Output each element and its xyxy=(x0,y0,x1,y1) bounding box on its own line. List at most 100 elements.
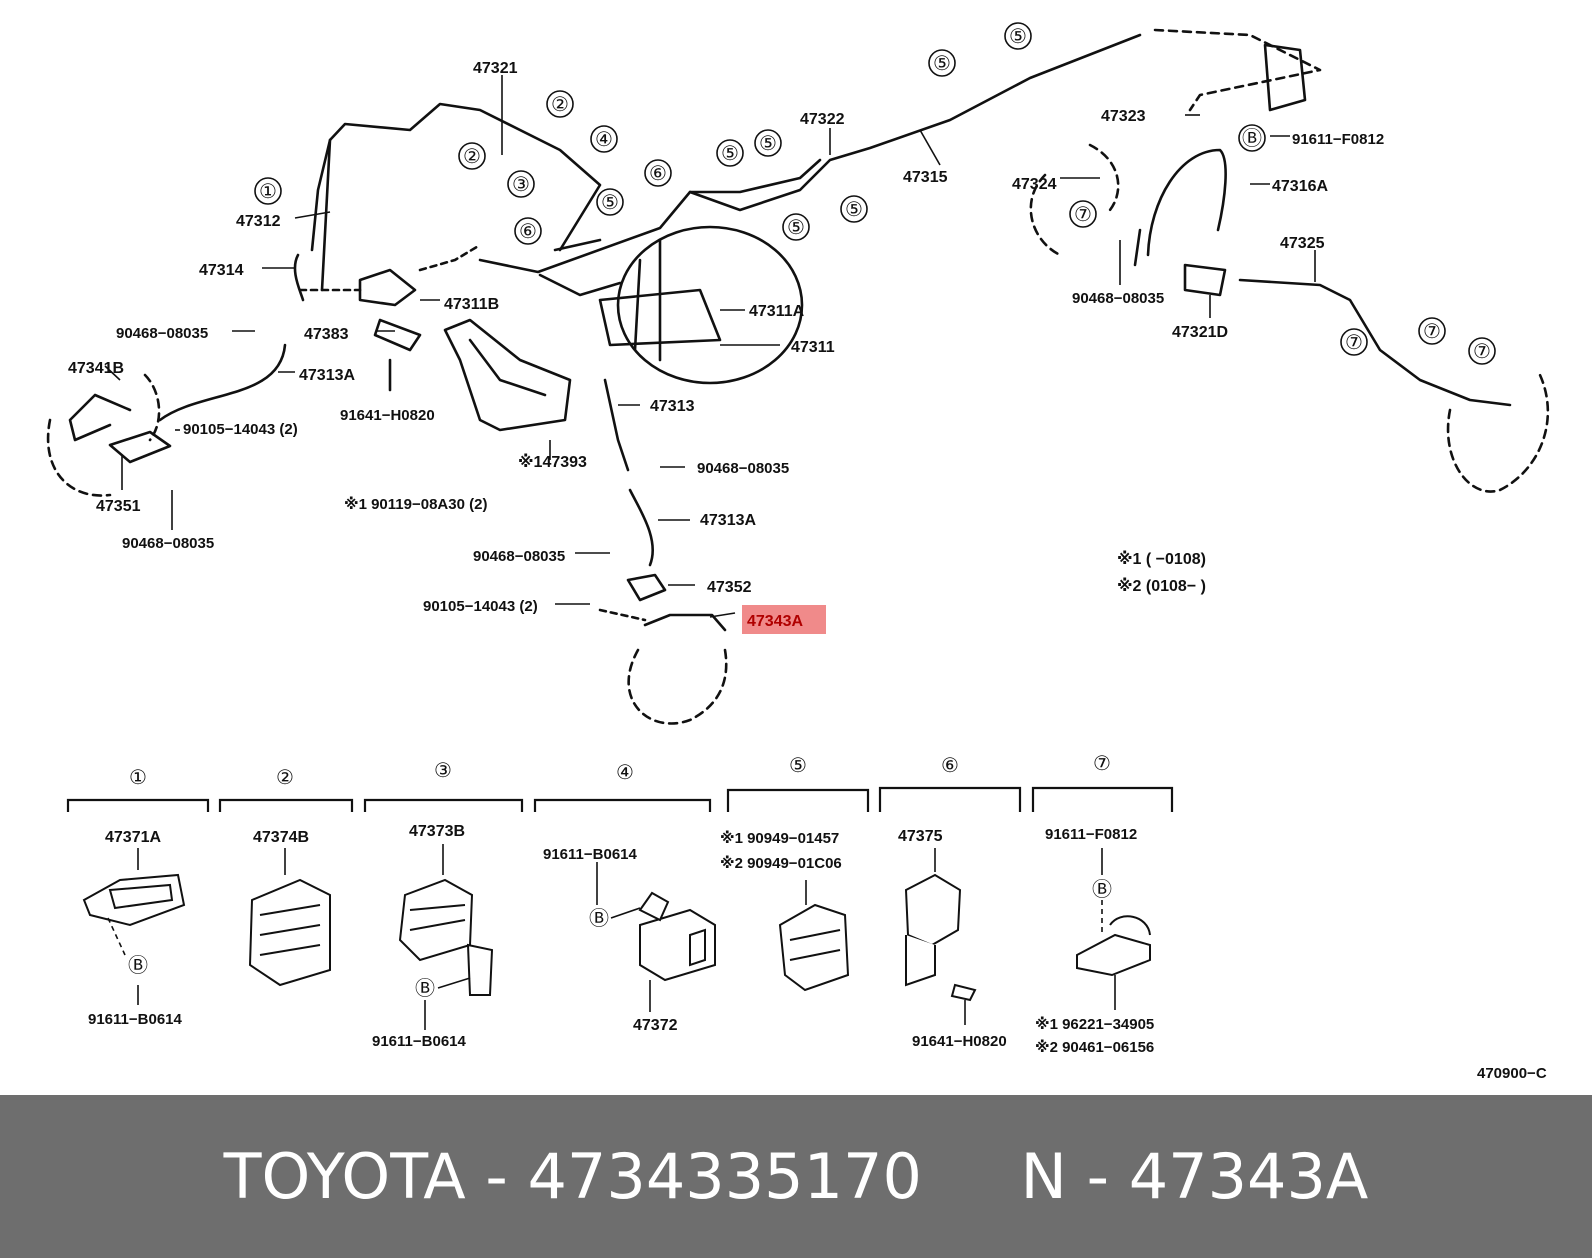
svg-text:Ⓑ: Ⓑ xyxy=(128,954,148,977)
callout-47341B: 47341B xyxy=(68,360,124,377)
kit-illustrations xyxy=(82,873,1151,1002)
footer-ref: 47343A xyxy=(1128,1140,1369,1213)
svg-text:⑥: ⑥ xyxy=(519,221,537,243)
clamp-96221 xyxy=(1076,933,1151,977)
callout-47311: 47311 xyxy=(791,339,835,356)
svg-text:①: ① xyxy=(259,181,277,203)
callout-labels: 47321 47322 47315 47323 91611−F0812 4732… xyxy=(68,60,1384,634)
callout-47352: 47352 xyxy=(707,579,752,596)
callout-47313: 47313 xyxy=(650,398,695,415)
tube-47322 xyxy=(478,33,1142,274)
clamp-90949 xyxy=(778,903,850,992)
callout-47324: 47324 xyxy=(1012,176,1057,193)
note-2: ※2 (0108− ) xyxy=(1117,577,1206,595)
callout-47313A-center: 47313A xyxy=(700,512,756,529)
tube-47313A-left xyxy=(158,343,287,422)
svg-text:Ⓑ: Ⓑ xyxy=(415,977,435,1000)
kit1-part-91611-B0614: 91611−B0614 xyxy=(88,1011,183,1028)
callout-47343A-highlighted: 47343A xyxy=(747,613,803,630)
kit5-part-90949-01457: ※1 90949−01457 xyxy=(720,829,839,847)
diagram-code: 470900−C xyxy=(1477,1065,1547,1082)
svg-text:⑤: ⑤ xyxy=(933,53,951,75)
callout-147393: ※147393 xyxy=(518,453,587,471)
kit7-part-96221-34905: ※1 96221−34905 xyxy=(1035,1015,1154,1033)
footer-part-number: 4734335170 xyxy=(527,1140,922,1213)
tube-47321 xyxy=(320,102,602,292)
callout-47315: 47315 xyxy=(903,169,948,186)
clamp-47374B xyxy=(248,878,331,987)
footer-brand: TOYOTA xyxy=(223,1140,466,1213)
svg-text:⑦: ⑦ xyxy=(1074,204,1092,226)
svg-text:⑤: ⑤ xyxy=(601,192,619,214)
svg-text:⑦: ⑦ xyxy=(1093,753,1111,775)
svg-text:④: ④ xyxy=(595,129,613,151)
callout-91641-H0820: 91641−H0820 xyxy=(340,407,435,424)
footer-banner: TOYOTA - 4734335170 N - 47343A xyxy=(0,1095,1592,1258)
kit4-part-91611-B0614: 91611−B0614 xyxy=(543,846,638,863)
kit6-part-91641-H0820: 91641−H0820 xyxy=(912,1033,1007,1050)
footer-separator-2: - xyxy=(1066,1140,1129,1213)
callout-47322: 47322 xyxy=(800,111,845,128)
kit-brackets xyxy=(66,786,1174,812)
callout-90468-08035-bottom-left: 90468−08035 xyxy=(122,535,214,552)
kit2-part-47374B: 47374B xyxy=(253,829,309,846)
svg-text:⑤: ⑤ xyxy=(759,133,777,155)
clamp-47375 xyxy=(904,873,962,947)
callout-47383: 47383 xyxy=(304,326,349,343)
tube-47341B xyxy=(68,393,132,442)
tube-47314 xyxy=(293,253,305,302)
footer-n-label: N xyxy=(1020,1140,1067,1213)
footer-separator-1: - xyxy=(465,1140,528,1213)
kit6-part-47375: 47375 xyxy=(898,828,943,845)
kit1-part-47371A: 47371A xyxy=(105,829,161,846)
svg-text:⑦: ⑦ xyxy=(1345,332,1363,354)
svg-text:⑤: ⑤ xyxy=(721,143,739,165)
callout-90105-14043-center: 90105−14043 (2) xyxy=(423,598,538,615)
callout-47313A-left: 47313A xyxy=(299,367,355,384)
kit3-part-47373B: 47373B xyxy=(409,823,465,840)
callout-90468-08035-left: 90468−08035 xyxy=(116,325,208,342)
svg-text:⑤: ⑤ xyxy=(1009,26,1027,48)
ref-marks xyxy=(254,22,1496,365)
kit3-part-91611-B0614: 91611−B0614 xyxy=(372,1033,467,1050)
callout-90468-08035-center-2: 90468−08035 xyxy=(473,548,565,565)
note-1: ※1 ( −0108) xyxy=(1117,550,1206,568)
kit-part-numbers: 47371A 91611−B0614 47374B 47373B 91611−B… xyxy=(88,823,1154,1056)
svg-text:⑤: ⑤ xyxy=(789,755,807,777)
kit5-part-90949-01C06: ※2 90949−01C06 xyxy=(720,854,842,872)
tube-47316A xyxy=(1146,148,1227,257)
tube-47325 xyxy=(1238,278,1512,407)
svg-text:④: ④ xyxy=(616,762,634,784)
svg-text:②: ② xyxy=(276,767,294,789)
brake-booster xyxy=(616,225,804,385)
tube-47313 xyxy=(603,378,630,472)
kit4-part-47372: 47372 xyxy=(633,1017,678,1034)
svg-text:Ⓑ: Ⓑ xyxy=(1092,878,1112,901)
svg-text:⑦: ⑦ xyxy=(1473,341,1491,363)
callout-47321: 47321 xyxy=(473,60,518,77)
svg-text:①: ① xyxy=(129,767,147,789)
svg-text:⑦: ⑦ xyxy=(1423,321,1441,343)
callout-47323: 47323 xyxy=(1101,108,1146,125)
callout-47311B: 47311B xyxy=(444,296,499,313)
footer-gap xyxy=(922,1140,1021,1213)
brake-tube-parts-diagram: ① ② ③ ② ④ ⑤ ⑥ ⑥ ⑤ ⑤ ⑤ ⑤ ⑤ ⑤ ⑦ Ⓑ ⑦ ⑦ ⑦ 47… xyxy=(46,22,1550,1082)
callout-91611-F0812: 91611−F0812 xyxy=(1292,131,1384,148)
callout-47351: 47351 xyxy=(96,498,141,515)
highlight-box xyxy=(742,605,826,634)
svg-text:⑥: ⑥ xyxy=(941,755,959,777)
bracket-47393 xyxy=(443,318,572,432)
callout-90468-08035-right: 90468−08035 xyxy=(1072,290,1164,307)
callout-47325: 47325 xyxy=(1280,235,1325,252)
svg-text:②: ② xyxy=(551,94,569,116)
callout-47312: 47312 xyxy=(236,213,281,230)
svg-text:③: ③ xyxy=(434,760,452,782)
callout-47316A: 47316A xyxy=(1272,178,1328,195)
svg-text:⑤: ⑤ xyxy=(787,217,805,239)
callout-47314: 47314 xyxy=(199,262,244,279)
callout-90468-08035-center: 90468−08035 xyxy=(697,460,789,477)
svg-text:⑥: ⑥ xyxy=(649,163,667,185)
svg-text:③: ③ xyxy=(512,174,530,196)
svg-text:⑤: ⑤ xyxy=(845,199,863,221)
